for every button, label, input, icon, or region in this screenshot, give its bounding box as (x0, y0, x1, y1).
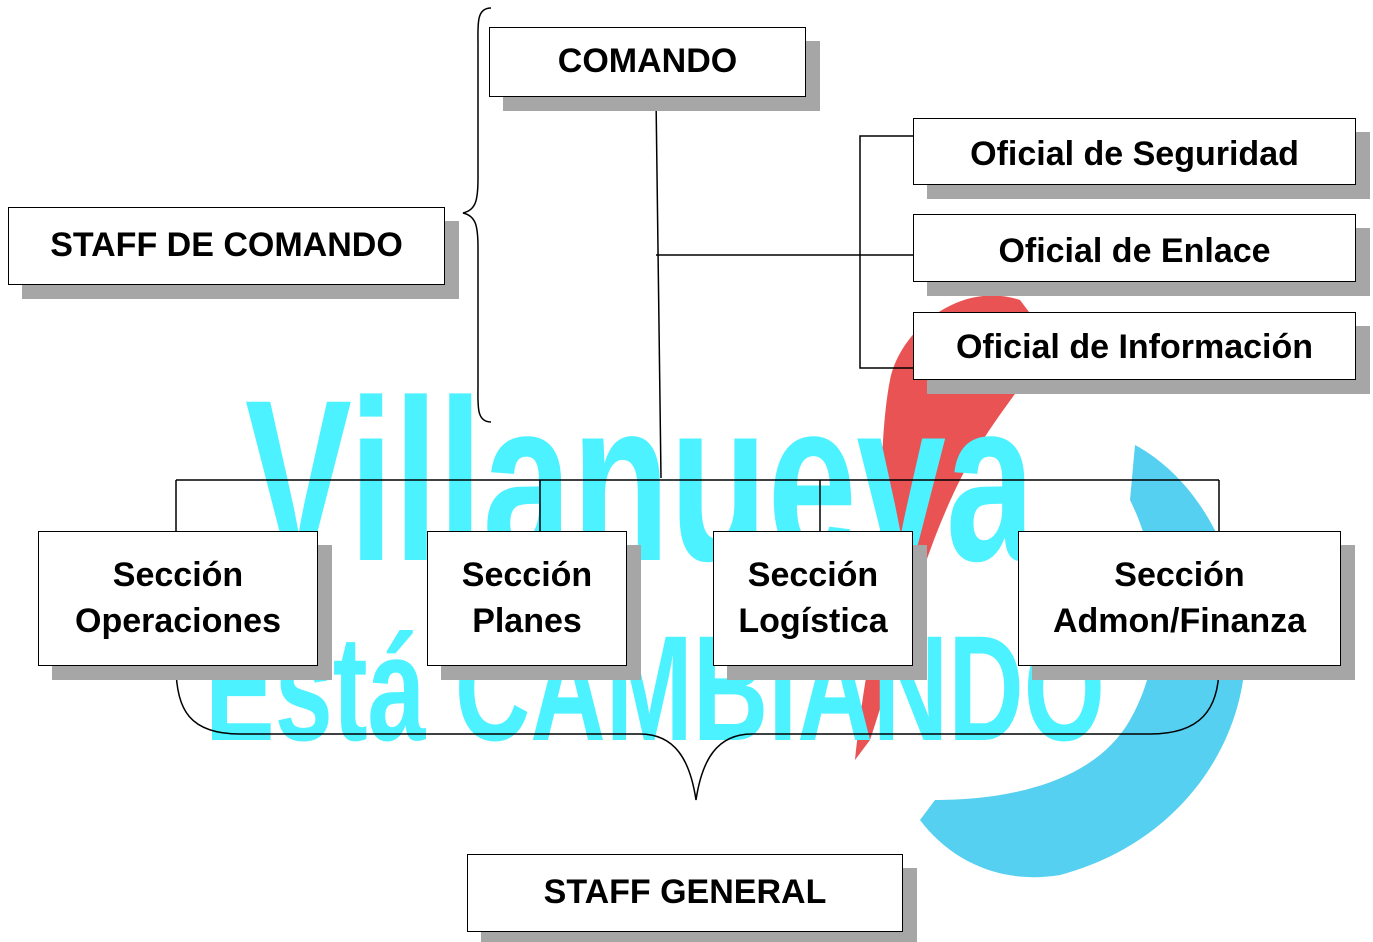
connector-comando-trunk (655, 96, 662, 479)
seccion-operaciones-line1: Sección (112, 555, 244, 594)
seccion-logistica-line2: Logística (738, 601, 888, 640)
oficial-enlace-box: Oficial de Enlace (913, 214, 1356, 282)
watermark-red-swoosh (855, 295, 1050, 760)
seccion-logistica-line1: Sección (747, 555, 879, 594)
oficial-seguridad-box: Oficial de Seguridad (913, 118, 1356, 185)
staff-general-box: STAFF GENERAL (467, 854, 903, 932)
seccion-planes-box: Sección Planes (427, 531, 627, 666)
oficial-informacion-box: Oficial de Información (913, 312, 1356, 380)
seccion-admon-finanza-line1: Sección (1114, 555, 1245, 594)
oficial-enlace-label: Oficial de Enlace (998, 232, 1271, 271)
brace-staff-general (175, 665, 1220, 801)
staff-general-label: STAFF GENERAL (543, 873, 827, 912)
oficial-informacion-label: Oficial de Información (955, 328, 1314, 367)
staff-comando-label: STAFF DE COMANDO (50, 226, 403, 265)
watermark-text-line2: Está CAMBIANDO (205, 604, 1105, 772)
seccion-operaciones-box: Sección Operaciones (38, 531, 318, 666)
seccion-logistica-box: Sección Logística (713, 531, 913, 666)
seccion-planes-line1: Sección (461, 555, 593, 594)
comando-box: COMANDO (489, 27, 806, 97)
seccion-admon-finanza-line2: Admon/Finanza (1052, 601, 1307, 640)
brace-staff-comando (462, 7, 492, 423)
seccion-operaciones-line2: Operaciones (75, 601, 281, 640)
connector-oficiales-bracket (859, 135, 913, 369)
comando-label: COMANDO (557, 42, 738, 81)
seccion-planes-line2: Planes (472, 601, 582, 640)
oficial-seguridad-label: Oficial de Seguridad (970, 135, 1299, 174)
seccion-admon-finanza-box: Sección Admon/Finanza (1018, 531, 1341, 666)
staff-comando-box: STAFF DE COMANDO (8, 207, 445, 285)
